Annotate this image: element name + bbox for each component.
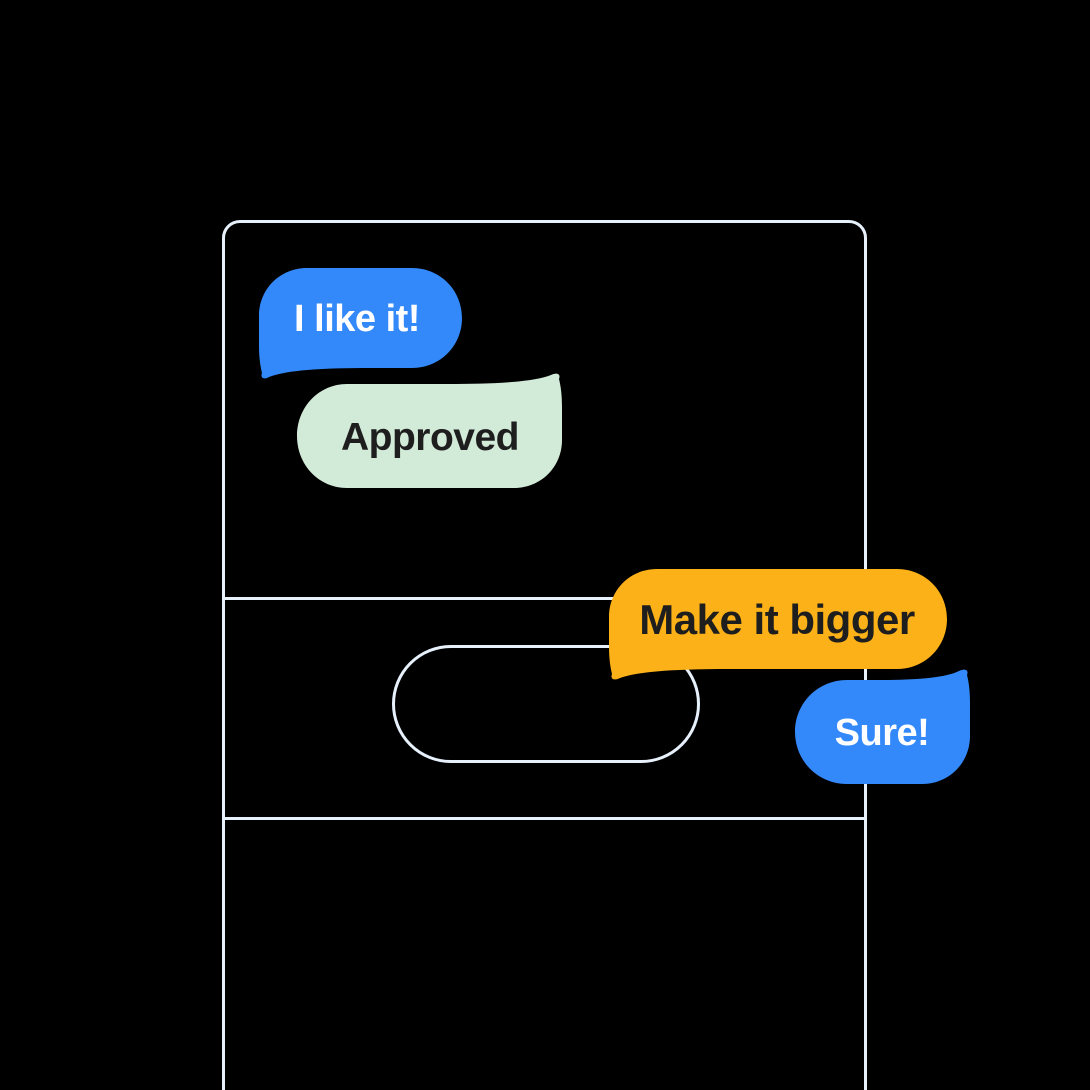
wireframe-pill-placeholder [392, 645, 700, 763]
bubble-label: I like it! [294, 298, 420, 340]
bubble-label: Sure! [835, 712, 930, 754]
bubble-shape-tail-top-right [297, 373, 562, 488]
bubble-label: Make it bigger [639, 596, 915, 643]
bubble-label: Approved [341, 416, 519, 459]
wireframe-section-divider-bottom [225, 817, 864, 820]
chat-bubble-make-it-bigger: Make it bigger [609, 569, 947, 680]
bubble-shape-tail-bottom-left [259, 268, 462, 379]
chat-bubble-approved: Approved [297, 373, 562, 488]
wireframe-section-divider-top [225, 597, 864, 600]
bubble-shape-tail-bottom-left [609, 569, 947, 680]
chat-bubble-sure: Sure! [795, 669, 970, 784]
chat-bubble-i-like-it: I like it! [259, 268, 462, 379]
bubble-shape-tail-top-right [795, 669, 970, 784]
